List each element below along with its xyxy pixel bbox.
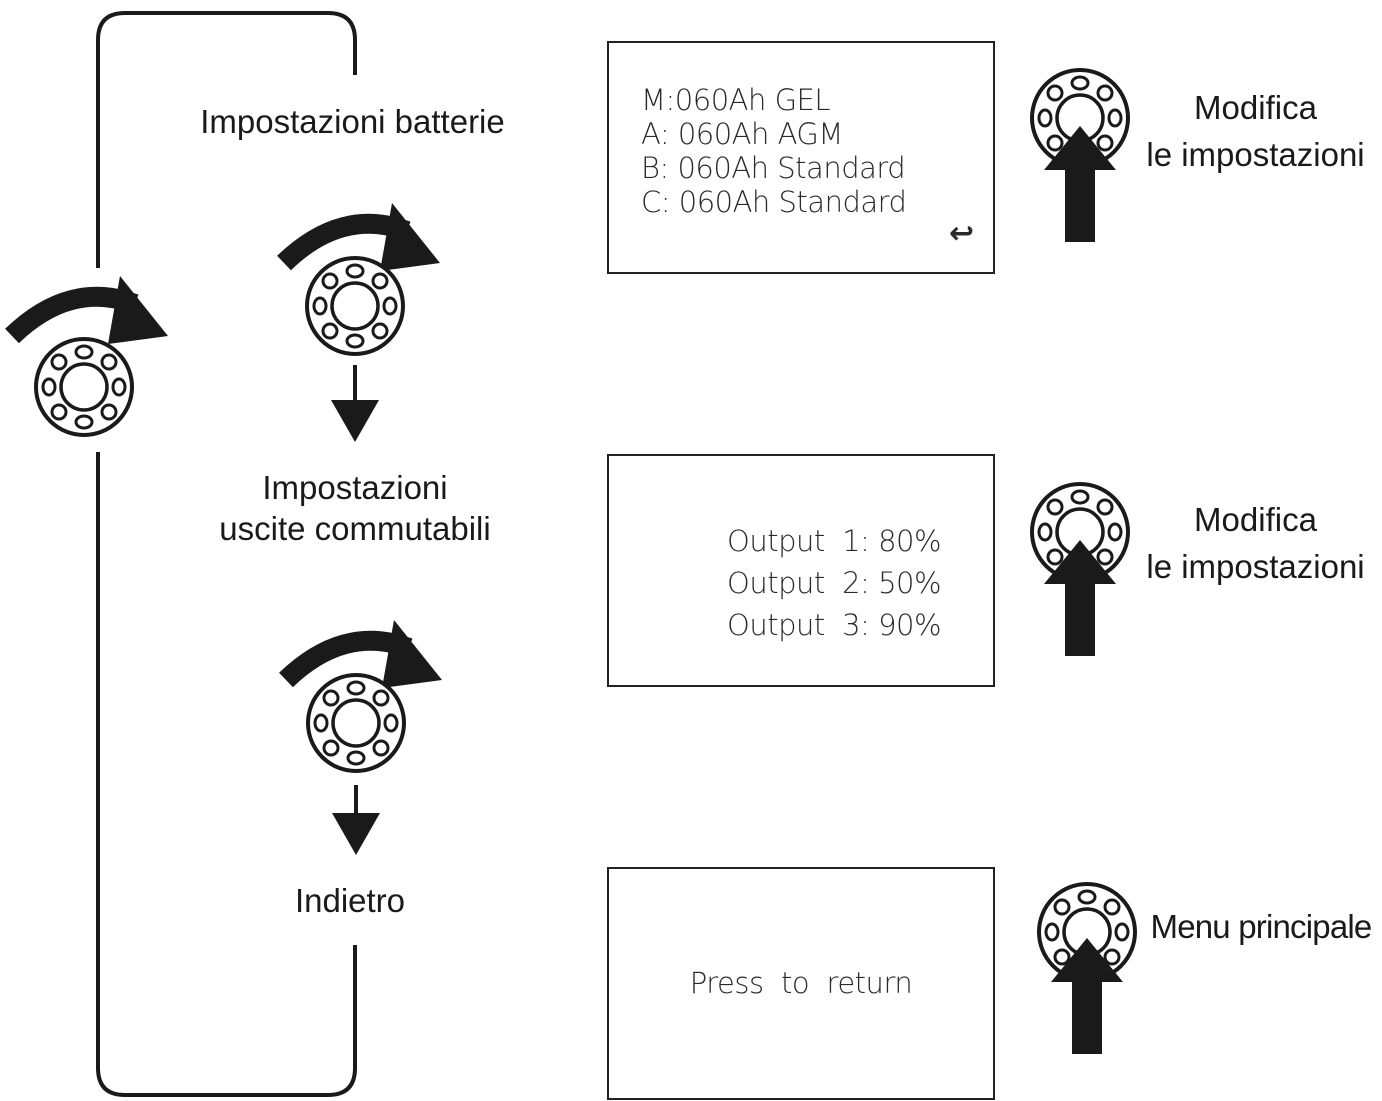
knob-icon-1[interactable] bbox=[305, 256, 405, 356]
battery-screen-line-3: B: 060Ah Standard bbox=[641, 151, 906, 185]
back-label: Indietro bbox=[294, 882, 406, 919]
battery-edit-line2: le impostazioni bbox=[1146, 136, 1365, 173]
battery-settings-label: Impostazioni batterie bbox=[200, 103, 505, 140]
down-arrow-icon-1 bbox=[331, 365, 379, 442]
back-screen-text: Press to return bbox=[689, 966, 913, 1000]
outputs-screen-line-3: Output 3: 90% bbox=[727, 608, 942, 642]
battery-screen-line-1: M:060Ah GEL bbox=[641, 83, 831, 117]
outputs-settings-label-line1: Impostazioni bbox=[262, 469, 448, 506]
outputs-screen-line-1: Output 1: 80% bbox=[727, 524, 942, 558]
outputs-edit-line2: le impostazioni bbox=[1146, 548, 1365, 585]
outputs-edit-settings-label: Modifica le impostazioni bbox=[1133, 496, 1378, 590]
loop-line-top bbox=[96, 11, 357, 268]
battery-edit-settings-label: Modifica le impostazioni bbox=[1133, 84, 1378, 178]
battery-screen-line-2: A: 060Ah AGM bbox=[641, 117, 843, 151]
outputs-edit-line1: Modifica bbox=[1194, 501, 1317, 538]
outputs-settings-label: Impostazioni uscite commutabili bbox=[175, 467, 535, 549]
down-arrow-icon-2 bbox=[332, 785, 380, 855]
main-menu-label: Menu principale bbox=[1150, 908, 1373, 945]
outputs-settings-label-line2: uscite commutabili bbox=[219, 510, 491, 547]
battery-edit-line1: Modifica bbox=[1194, 89, 1317, 126]
knob-icon-2[interactable] bbox=[306, 673, 406, 773]
loop-line-bottom bbox=[96, 452, 357, 1097]
battery-screen-line-4: C: 060Ah Standard bbox=[641, 185, 907, 219]
main-rotate-arrow-icon bbox=[12, 276, 168, 344]
outputs-screen: Output 1: 80% Output 2: 50% Output 3: 90… bbox=[607, 454, 995, 687]
return-icon: ↩ bbox=[949, 216, 974, 251]
back-screen: Press to return bbox=[607, 867, 995, 1100]
main-knob-icon[interactable] bbox=[34, 337, 134, 437]
battery-settings-screen: M:060Ah GEL A: 060Ah AGM B: 060Ah Standa… bbox=[607, 41, 995, 274]
outputs-screen-line-2: Output 2: 50% bbox=[727, 566, 942, 600]
